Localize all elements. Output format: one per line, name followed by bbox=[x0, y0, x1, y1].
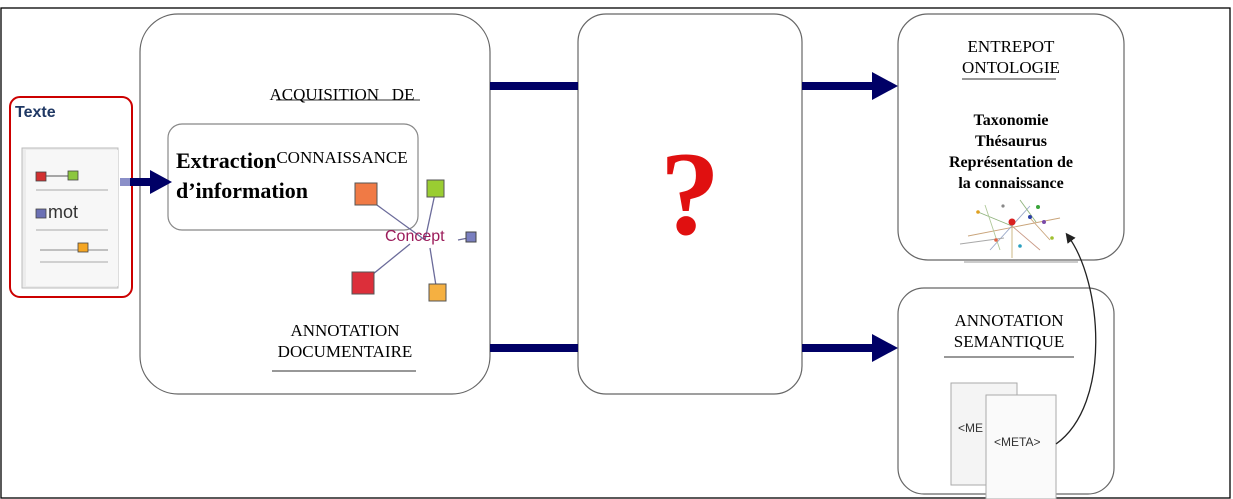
annotation-sem-line1: ANNOTATION bbox=[954, 311, 1064, 330]
extraction-text: Extraction d’information bbox=[176, 146, 308, 206]
meta-documents-icon bbox=[950, 382, 1057, 499]
texte-document-icon bbox=[21, 147, 119, 289]
meta-doc-back-label: <ME bbox=[958, 421, 984, 435]
acquisition-title-line1: ACQUISITION DE bbox=[269, 85, 415, 104]
texte-panel-border bbox=[9, 96, 133, 298]
texte-arrow-head bbox=[150, 170, 172, 194]
acquisition-title: ACQUISITION DE CONNAISSANCE bbox=[236, 42, 448, 210]
annotation-doc-line1: ANNOTATION bbox=[290, 321, 400, 340]
concept-label: Concept bbox=[385, 228, 445, 245]
entrepot-title: ENTREPOT ONTOLOGIE bbox=[898, 36, 1124, 78]
annotation-doc-title: ANNOTATION DOCUMENTAIRE bbox=[250, 320, 440, 362]
annotation-doc-line2: DOCUMENTAIRE bbox=[277, 342, 413, 361]
meta-doc-front bbox=[985, 394, 1057, 499]
entrepot-title-line2: ONTOLOGIE bbox=[962, 58, 1060, 77]
concept-node-yellow bbox=[428, 283, 447, 302]
texte-doc-word: mot bbox=[48, 202, 79, 222]
annotation-sem-line2: SEMANTIQUE bbox=[953, 332, 1065, 351]
concept-node-orange bbox=[354, 182, 378, 206]
middle-box bbox=[577, 13, 803, 395]
feedback-curve-arrow bbox=[1055, 232, 1097, 445]
texte-arrow-tail bbox=[120, 178, 130, 186]
entrepot-item: Taxonomie bbox=[973, 112, 1049, 129]
entrepot-item: la connaissance bbox=[958, 175, 1064, 192]
extraction-line2: d’information bbox=[176, 178, 308, 203]
concept-node-blue bbox=[465, 231, 477, 243]
annotation-sem-title: ANNOTATION SEMANTIQUE bbox=[906, 310, 1112, 352]
arrow-bottom-head bbox=[872, 334, 898, 362]
ontology-network-icon bbox=[959, 199, 1078, 263]
entrepot-items: Taxonomie Thésaurus Représentation de la… bbox=[898, 110, 1124, 194]
entrepot-title-line1: ENTREPOT bbox=[967, 37, 1055, 56]
entrepot-item: Thésaurus bbox=[974, 133, 1048, 150]
meta-doc-front-label: <META> bbox=[994, 435, 1041, 449]
arrow-top-head bbox=[872, 72, 898, 100]
texte-title: Texte bbox=[15, 104, 56, 121]
acquisition-title-line2: CONNAISSANCE bbox=[276, 148, 408, 167]
concept-node-green bbox=[426, 179, 445, 198]
entrepot-box bbox=[897, 13, 1125, 261]
extraction-line1: Extraction bbox=[176, 148, 277, 173]
concept-node-red bbox=[351, 271, 375, 295]
question-mark: ? bbox=[660, 127, 720, 260]
outer-frame bbox=[0, 7, 1231, 499]
entrepot-item: Représentation de bbox=[949, 154, 1073, 171]
concept-graph bbox=[351, 179, 477, 302]
